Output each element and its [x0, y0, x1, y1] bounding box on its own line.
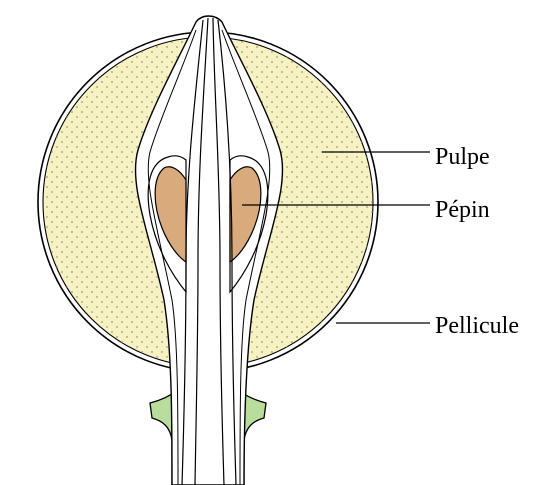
- label-pepin: Pépin: [435, 198, 490, 222]
- label-pulpe: Pulpe: [435, 145, 490, 169]
- label-pellicule: Pellicule: [435, 314, 519, 338]
